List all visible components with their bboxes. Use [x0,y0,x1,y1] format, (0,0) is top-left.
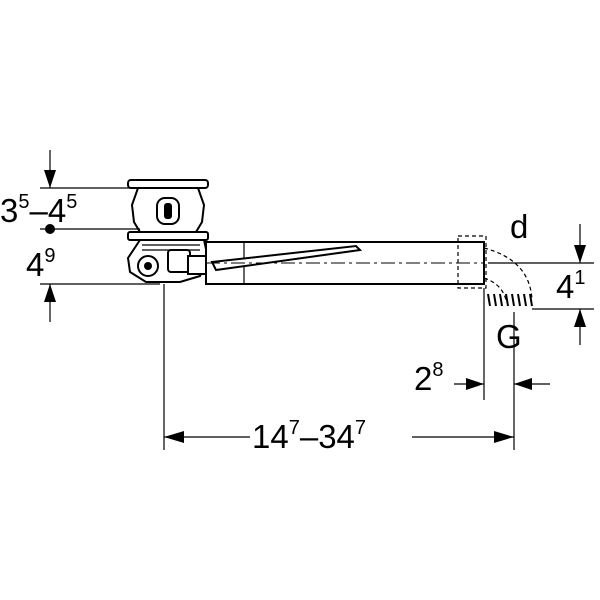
valve-cap [127,179,209,189]
label-right-height: 41 [556,267,585,305]
arrow-right-down [574,245,586,263]
label-thread: G [496,318,522,355]
valve-hatch [142,244,200,251]
outlet-bend [457,235,533,307]
arrow-top-down [44,170,56,188]
valve-flange [127,231,209,241]
lever-rod [210,244,363,272]
outlet-socket-outline [457,235,487,289]
length-dimension [163,284,514,450]
outlet-bend-outer [483,247,533,301]
label-length: 147–347 [252,417,366,455]
arrow-length-right [494,431,514,443]
left-dimension [40,150,200,322]
arrow-offset-right [466,378,484,390]
label-top-height: 35–45 [0,191,77,229]
arrow-offset-left [514,378,532,390]
offset-dimension [454,288,550,450]
origin-dot [45,224,55,234]
label-diameter: d [510,208,528,245]
arrow-bottom-up [44,284,56,302]
outlet-bend-inner [483,277,507,301]
overflow-pipe [205,241,485,285]
valve-nut-core [144,262,152,270]
right-dimension [488,224,594,345]
arrow-length-left [164,431,184,443]
valve-coupling [167,249,191,273]
arrow-right-up [574,309,586,327]
drain-valve [126,179,218,283]
valve-slot-core [164,203,172,219]
label-mid-height: 49 [26,245,55,283]
label-offset: 28 [414,359,443,397]
thread-hatch [487,293,533,307]
